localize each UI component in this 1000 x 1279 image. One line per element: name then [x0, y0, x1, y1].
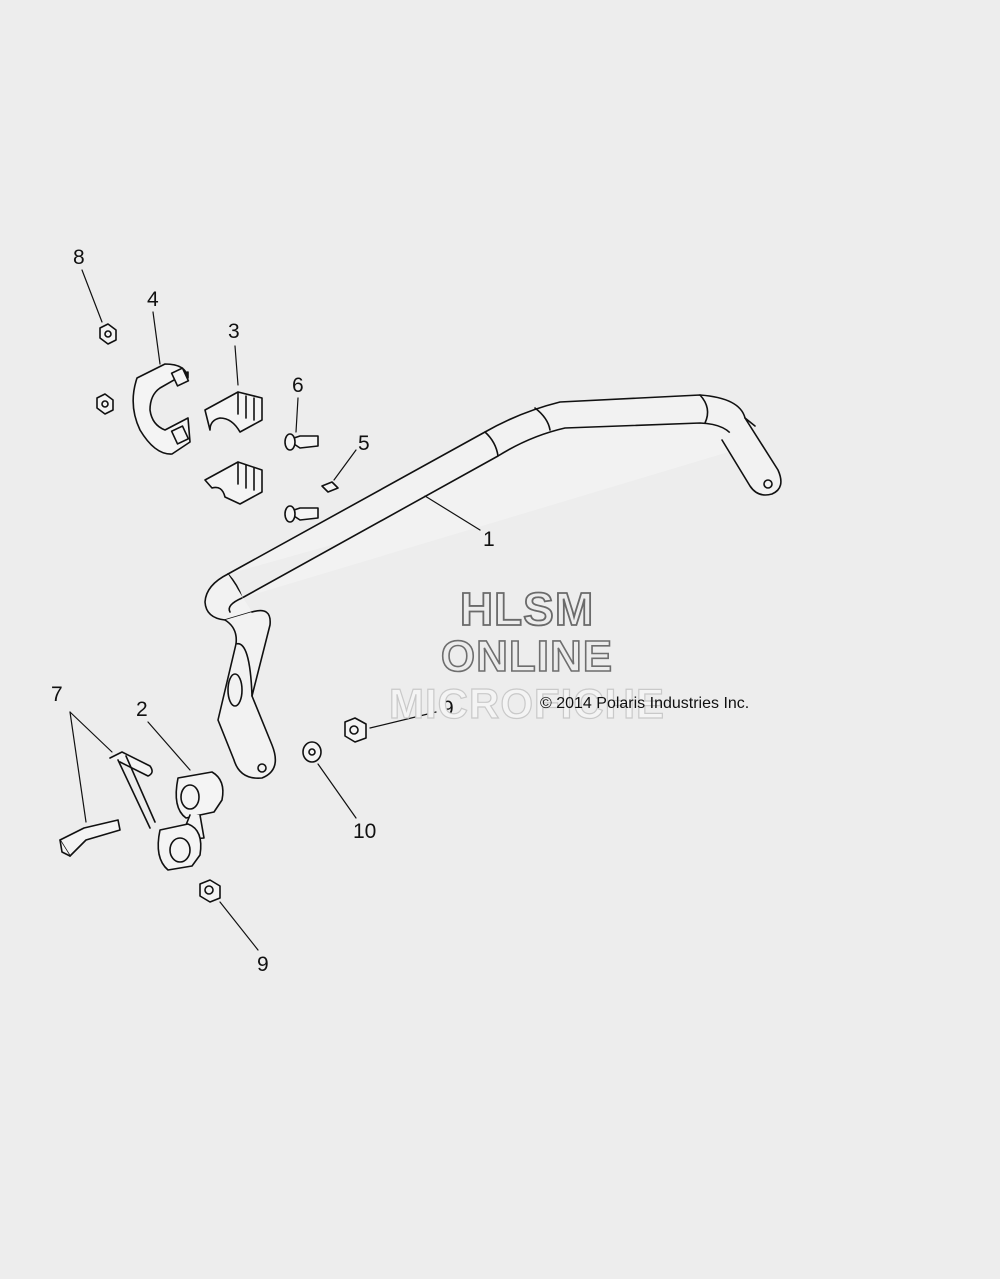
copyright-text: © 2014 Polaris Industries Inc.: [540, 695, 750, 712]
end-link-part-2: [157, 771, 224, 871]
watermark-line-1: HLSM: [459, 582, 595, 636]
callout-7: 7: [51, 683, 63, 706]
clamp-part-4: [132, 363, 191, 455]
nut-part-9: [199, 717, 367, 903]
watermark-line-3: MICROFICHE: [388, 679, 665, 727]
callout-1: 1: [483, 528, 495, 551]
callout-8: 8: [73, 246, 85, 269]
callout-5: 5: [358, 432, 370, 455]
leader-lines: [69, 269, 437, 951]
callout-4: 4: [147, 288, 159, 311]
watermark-line-2: ONLINE: [440, 631, 614, 682]
callout-6: 6: [292, 374, 304, 397]
callout-3: 3: [228, 320, 240, 343]
washer-part-10: [302, 741, 322, 763]
bushing-part-3: [204, 391, 263, 505]
nut-part-8: [96, 323, 117, 415]
bolt-part-7: [59, 751, 156, 857]
callout-2: 2: [136, 698, 148, 721]
bolt-part-6: [284, 433, 319, 523]
callout-9-upper: 9: [442, 697, 454, 720]
callout-9-lower: 9: [257, 953, 269, 976]
sway-bar: [204, 394, 782, 779]
callout-10: 10: [353, 820, 377, 843]
